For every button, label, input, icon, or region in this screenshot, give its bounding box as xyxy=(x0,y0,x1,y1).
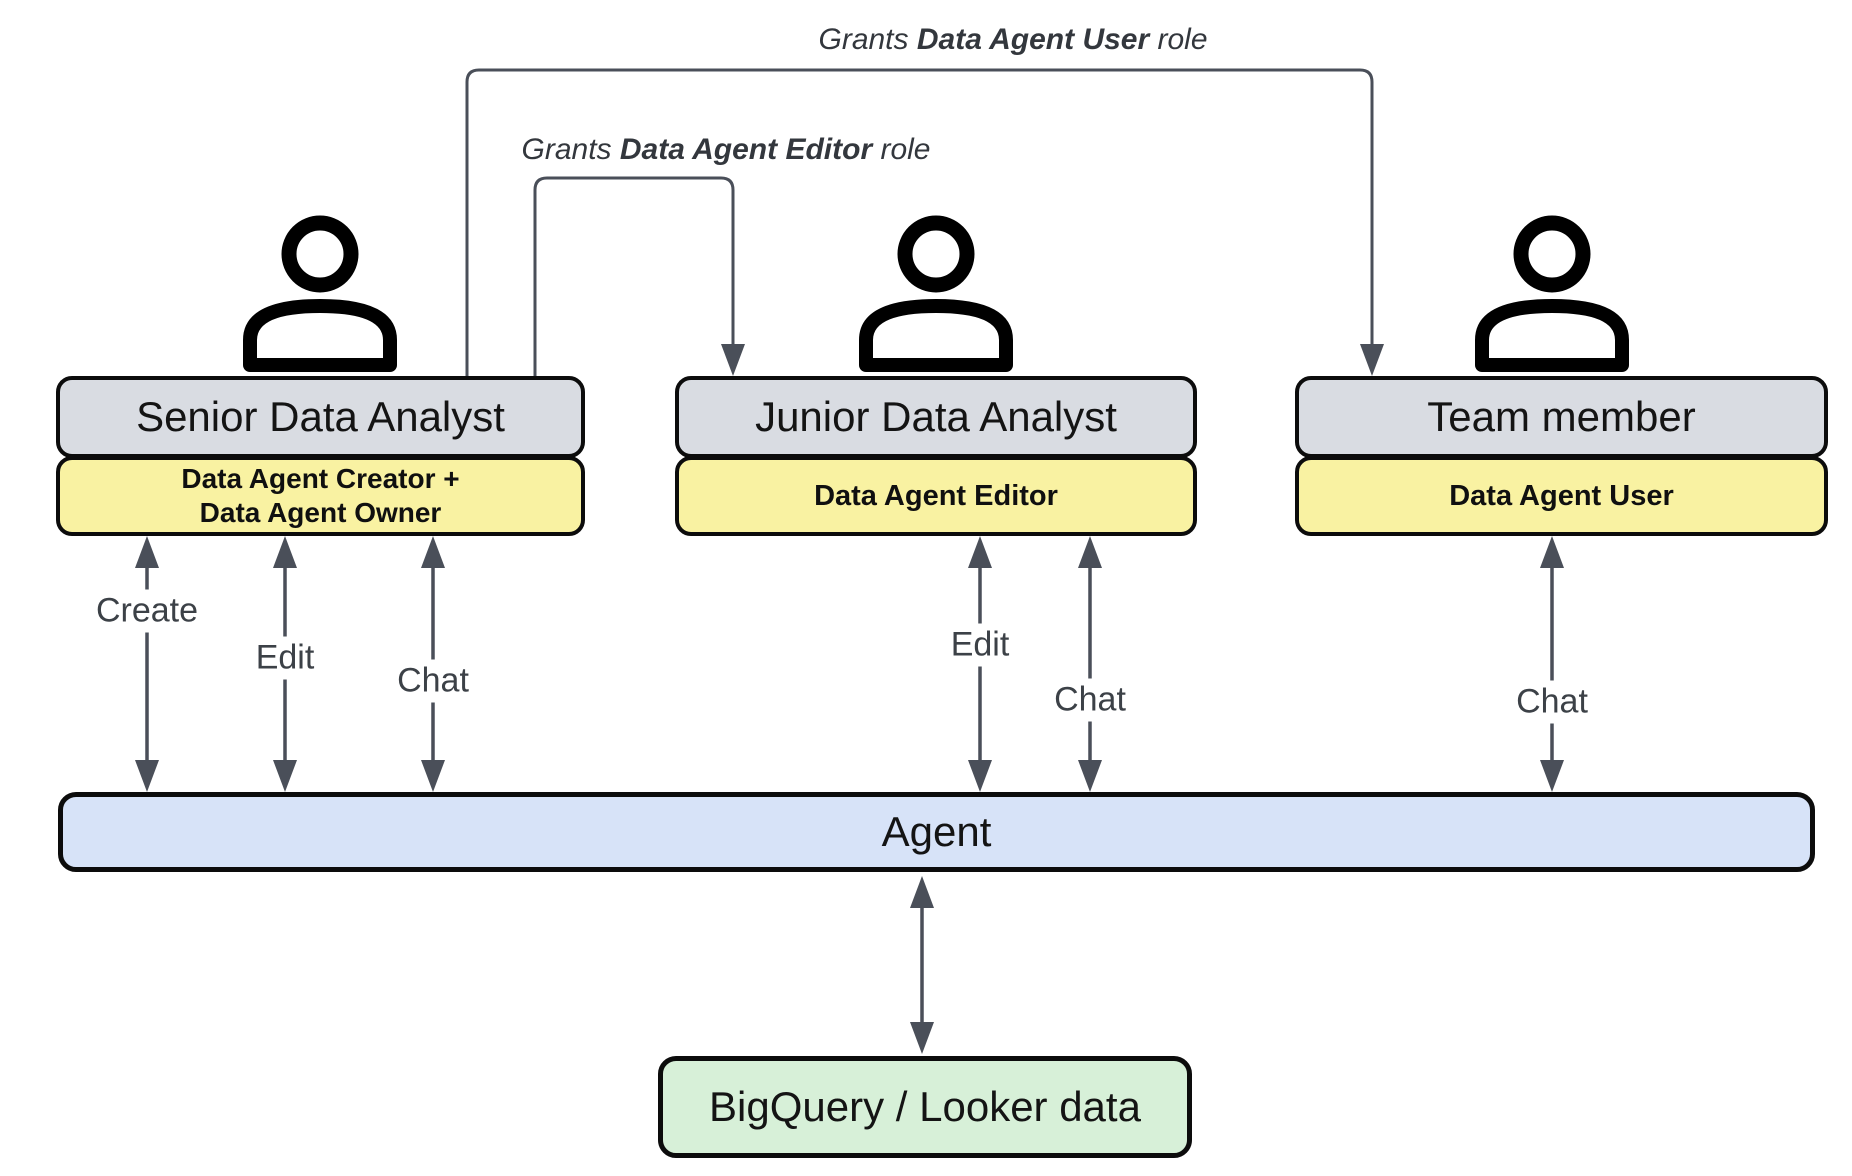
role-badge-user: Data Agent User xyxy=(1295,456,1828,536)
flow-arrow-senior-create xyxy=(135,536,159,792)
arrowhead-down xyxy=(1360,344,1384,376)
role-line: Data Agent Creator + xyxy=(181,463,460,494)
flow-label-chat-senior: Chat xyxy=(389,659,477,703)
flow-label-create: Create xyxy=(87,589,207,633)
role-line: Data Agent User xyxy=(1449,479,1674,512)
grants-user-role: Data Agent User xyxy=(916,23,1150,56)
role-line: Data Agent Owner xyxy=(199,497,442,528)
grants-user-suffix: role xyxy=(1149,23,1208,56)
actor-title-junior-data-analyst: Junior Data Analyst xyxy=(675,376,1197,458)
grants-user-label: Grants Data Agent User role xyxy=(810,23,1216,57)
role-badge-creator-owner: Data Agent Creator + Data Agent Owner xyxy=(56,456,585,536)
actor-title-label: Senior Data Analyst xyxy=(136,393,505,440)
agent-label: Agent xyxy=(881,808,992,855)
person-icon xyxy=(243,215,397,372)
grants-user-connector xyxy=(465,68,1384,376)
person-icon xyxy=(1475,215,1629,372)
person-icon xyxy=(859,215,1013,372)
flow-label-chat-team: Chat xyxy=(1508,680,1596,724)
grants-editor-connector xyxy=(533,176,745,376)
agent-bar: Agent xyxy=(58,792,1815,872)
flow-arrow-junior-chat xyxy=(1078,536,1102,792)
grants-user-prefix: Grants xyxy=(818,23,917,56)
actor-title-label: Junior Data Analyst xyxy=(755,393,1117,440)
actor-title-senior-data-analyst: Senior Data Analyst xyxy=(56,376,585,458)
role-badge-editor: Data Agent Editor xyxy=(675,456,1197,536)
grants-editor-prefix: Grants xyxy=(521,133,620,166)
flow-arrow-agent-datastore xyxy=(910,876,934,1054)
flow-label-edit-senior: Edit xyxy=(247,636,323,680)
arrowhead-down xyxy=(721,344,745,376)
actor-title-team-member: Team member xyxy=(1295,376,1828,458)
role-line: Data Agent Editor xyxy=(814,479,1058,512)
flow-label-chat-junior: Chat xyxy=(1046,678,1134,722)
datastore-label: BigQuery / Looker data xyxy=(709,1083,1141,1130)
actor-title-label: Team member xyxy=(1427,393,1696,440)
grants-editor-role: Data Agent Editor xyxy=(619,133,873,166)
grants-editor-label: Grants Data Agent Editor role xyxy=(513,133,939,167)
flow-arrow-team-chat xyxy=(1540,536,1564,792)
grants-editor-suffix: role xyxy=(872,133,931,166)
datastore-box: BigQuery / Looker data xyxy=(658,1056,1192,1158)
flow-label-edit-junior: Edit xyxy=(942,623,1018,667)
